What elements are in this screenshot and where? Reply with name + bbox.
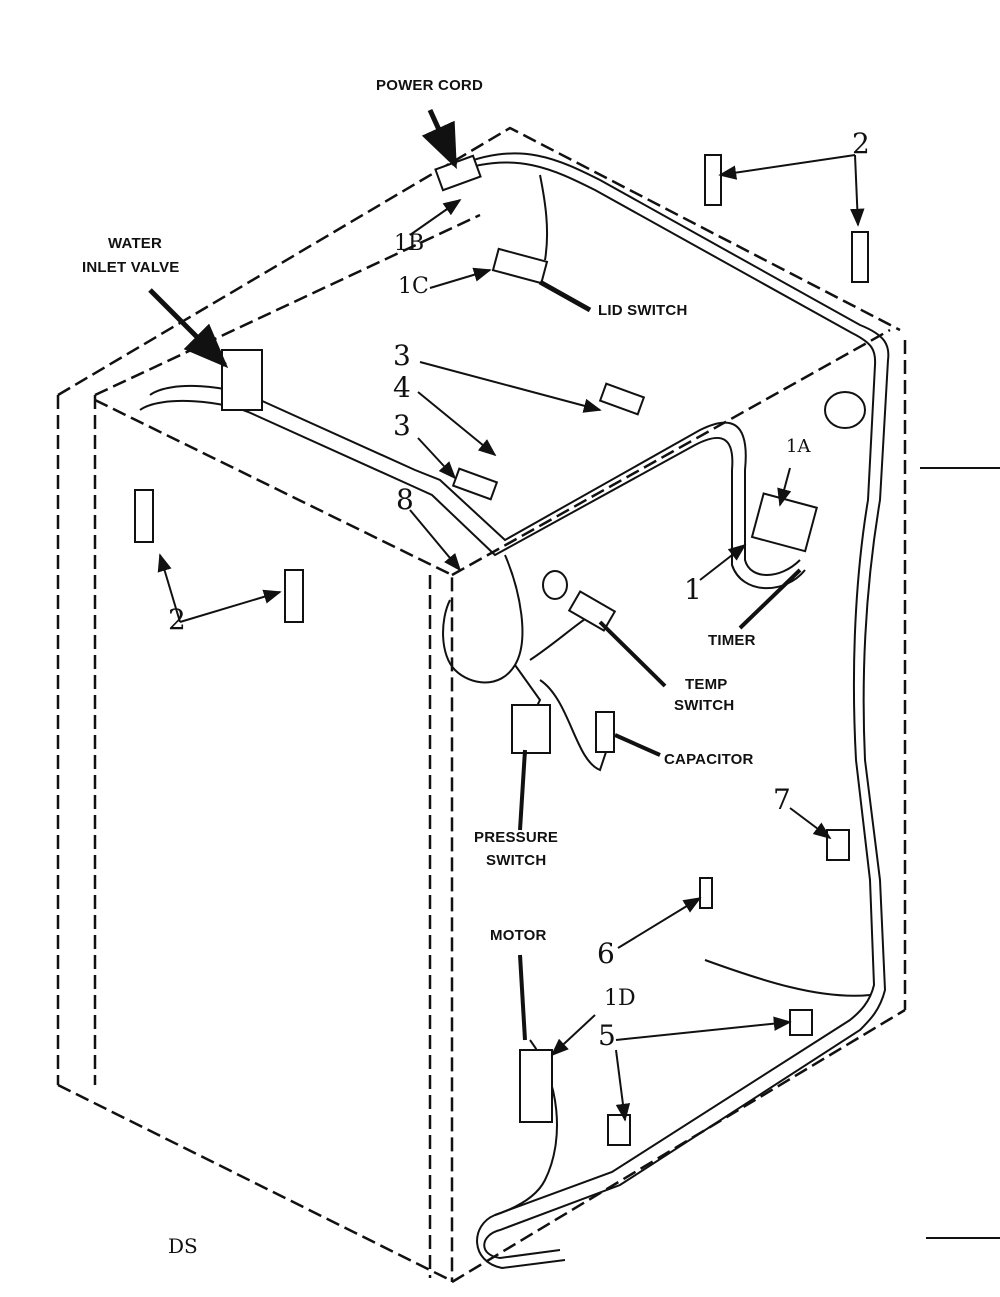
temp-switch-label-line1: TEMP	[685, 676, 728, 693]
pressure-switch-label-line2: SWITCH	[486, 852, 547, 869]
lid-switch-part	[491, 247, 549, 285]
temp-switch-part	[567, 590, 617, 632]
callout-8: 8	[396, 483, 414, 516]
motor-label: MOTOR	[490, 927, 547, 944]
clip-part-8	[607, 1114, 631, 1146]
callout-5: 5	[598, 1019, 616, 1052]
callout-1b: 1B	[394, 231, 425, 256]
clip-part-2	[851, 231, 869, 283]
callout-1d: 1D	[604, 986, 636, 1011]
callout-4: 4	[393, 371, 411, 404]
water-inlet-valve-part	[221, 349, 263, 411]
clip-part-5	[598, 382, 646, 416]
capacitor-part	[595, 711, 615, 753]
knob-part	[824, 391, 866, 429]
callout-1a: 1A	[786, 436, 811, 457]
margin-mark-upper	[920, 467, 1000, 469]
pressure-switch-label-line1: PRESSURE	[474, 829, 559, 846]
timer-part	[750, 492, 818, 553]
wire-harness	[139, 152, 890, 1270]
timer-label: TIMER	[708, 632, 756, 649]
callout-1: 1	[684, 573, 702, 606]
margin-mark-lower	[926, 1237, 1000, 1239]
capacitor-label: CAPACITOR	[664, 751, 754, 768]
callout-3-lower: 3	[393, 409, 411, 442]
page-code: DS	[168, 1234, 198, 1258]
clip-part-3	[134, 489, 154, 543]
components	[134, 154, 869, 1146]
callout-3-upper: 3	[393, 339, 411, 372]
cabinet-outline	[56, 126, 907, 1284]
callout-7: 7	[773, 783, 791, 816]
water-inlet-valve-label-line2: INLET VALVE	[82, 259, 180, 276]
callout-1c: 1C	[398, 274, 429, 299]
clip-part-6	[451, 467, 499, 501]
clip-part-4	[284, 569, 304, 623]
clip-part-1	[704, 154, 722, 206]
screw-part	[699, 877, 713, 909]
motor-connector-part	[519, 1049, 553, 1123]
water-inlet-valve-label-line1: WATER	[108, 235, 163, 252]
clip-part-7	[826, 829, 850, 861]
power-cord-label: POWER CORD	[376, 77, 483, 94]
clip-part-9	[789, 1009, 813, 1036]
callout-6: 6	[597, 937, 615, 970]
temp-switch-label-line2: SWITCH	[674, 697, 735, 714]
lid-switch-label: LID SWITCH	[598, 302, 688, 319]
power-cord-plug	[434, 154, 482, 192]
leader-lines	[148, 108, 865, 1122]
callout-2-left: 2	[168, 603, 186, 636]
callout-2-top: 2	[852, 127, 870, 160]
hole-part	[542, 570, 568, 600]
pressure-switch-part	[511, 704, 551, 754]
